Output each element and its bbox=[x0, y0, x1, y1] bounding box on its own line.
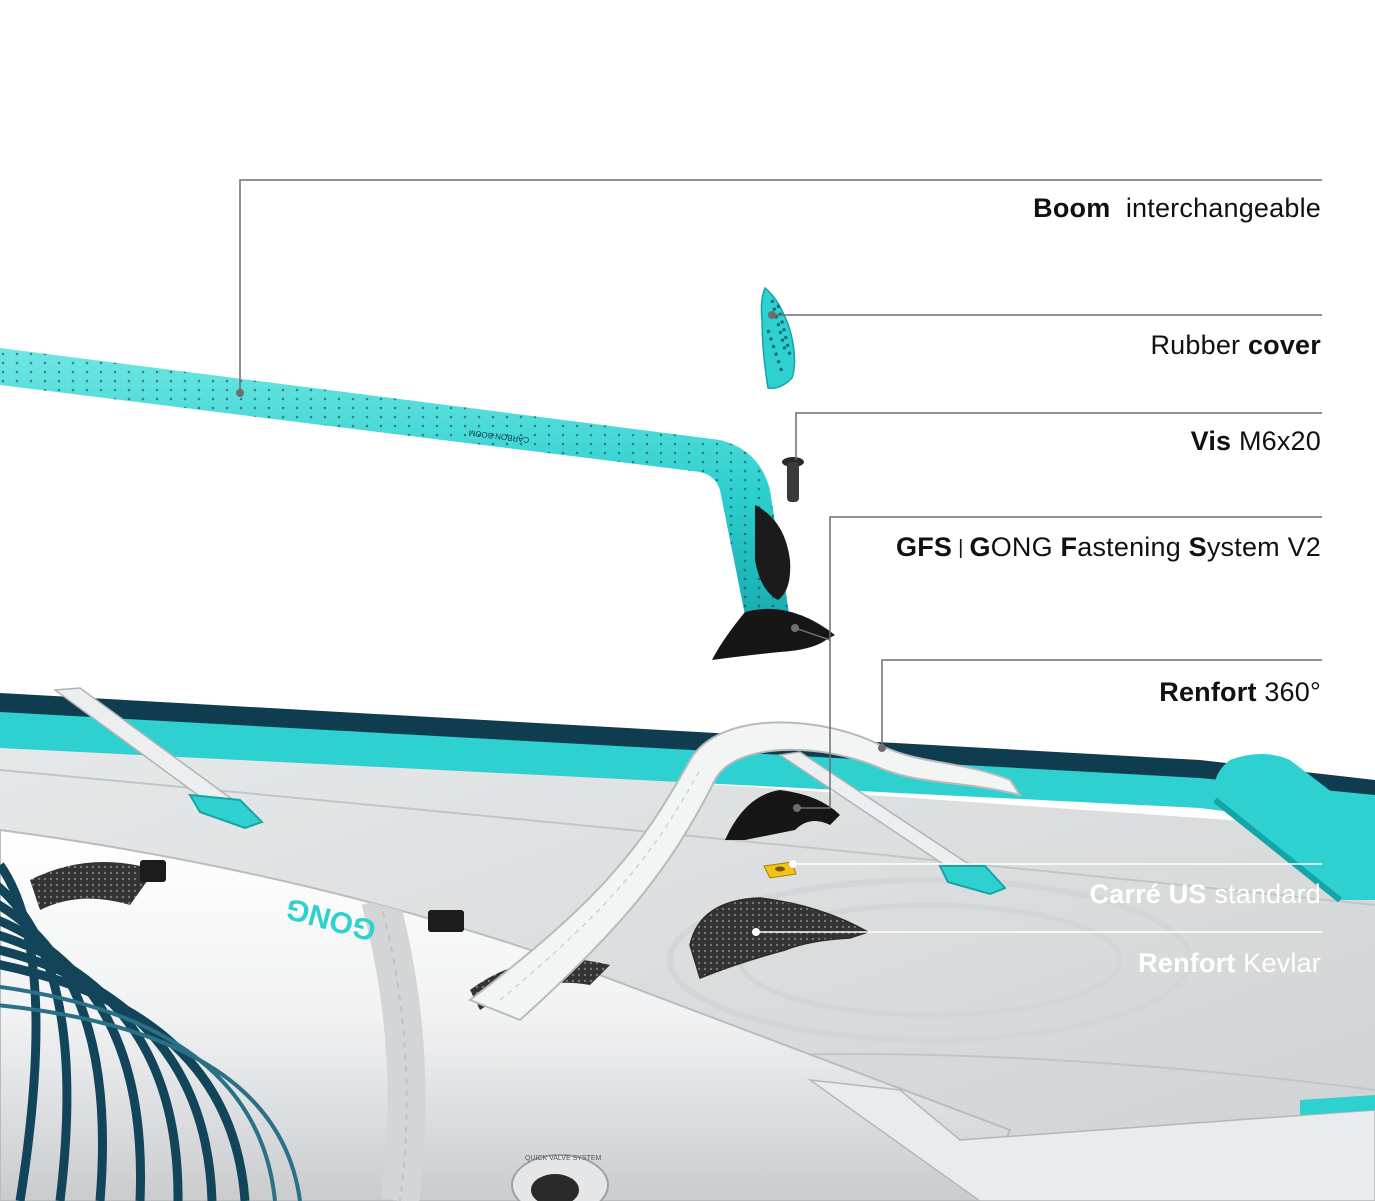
vis-screw bbox=[782, 457, 804, 502]
callout-boom: Boom interchangeable bbox=[1033, 193, 1321, 224]
valve-print: QUICK VALVE SYSTEM bbox=[525, 1155, 602, 1162]
gfs-deck-plate bbox=[725, 790, 840, 840]
callout-boom-text: interchangeable bbox=[1125, 193, 1321, 223]
leader-gfs-plate bbox=[795, 640, 831, 809]
callout-gfs-t2: ONG bbox=[990, 532, 1061, 562]
callout-carre-us: Carré US standard bbox=[1089, 879, 1321, 910]
callout-gfs-sep: | bbox=[958, 537, 964, 559]
callout-vis: Vis M6x20 bbox=[1191, 426, 1321, 457]
callout-carre-us-text: standard bbox=[1214, 879, 1321, 909]
carbon-boom: CARBON BOOM bbox=[0, 348, 791, 630]
batten-cleat-left bbox=[188, 793, 264, 830]
tube-strap-1 bbox=[140, 860, 166, 882]
callout-gfs: GFS|GONG Fastening System V2 bbox=[896, 532, 1321, 563]
callout-rubber-cover: Rubber cover bbox=[1150, 330, 1321, 361]
tube-mesh-patch-1 bbox=[30, 862, 155, 910]
callout-rubber-cover-bold: cover bbox=[1247, 330, 1321, 360]
callout-rubber-cover-text: Rubber bbox=[1150, 330, 1241, 360]
callout-vis-bold: Vis bbox=[1190, 426, 1232, 456]
callout-gfs-b3: F bbox=[1060, 532, 1078, 562]
rubber-cover bbox=[760, 286, 796, 390]
carre-us-nut bbox=[763, 861, 797, 879]
callout-carre-us-bold: Carré US bbox=[1089, 879, 1207, 909]
callout-boom-bold: Boom bbox=[1033, 193, 1111, 223]
callout-gfs-t4: ystem V2 bbox=[1206, 532, 1321, 562]
leader-lines bbox=[239, 179, 1322, 809]
callout-gfs-b2: G bbox=[969, 532, 991, 562]
callout-renfort-360: Renfort 360° bbox=[1159, 677, 1321, 708]
tube-strap-2 bbox=[428, 910, 464, 932]
callout-renfort-360-bold: Renfort bbox=[1159, 677, 1257, 707]
leader-gfs bbox=[794, 516, 1322, 642]
gfs-mount-foot bbox=[712, 608, 835, 660]
callout-gfs-t3: astening bbox=[1077, 532, 1189, 562]
callout-renfort-360-text: 360° bbox=[1264, 677, 1321, 707]
leader-vis bbox=[795, 412, 1322, 460]
leader-boom bbox=[239, 179, 1322, 393]
renfort-360-strap bbox=[468, 721, 1023, 1022]
leader-renfort-360 bbox=[881, 659, 1322, 748]
teal-strut-right bbox=[1214, 754, 1375, 900]
callout-renfort-kevlar-text: Kevlar bbox=[1243, 948, 1321, 978]
callout-gfs-b4: S bbox=[1188, 532, 1207, 562]
callout-gfs-b1: GFS bbox=[896, 532, 953, 562]
callout-vis-text: M6x20 bbox=[1238, 426, 1321, 456]
callout-renfort-kevlar-bold: Renfort bbox=[1138, 948, 1236, 978]
batten-cleat-right bbox=[938, 865, 1007, 896]
callout-renfort-kevlar: Renfort Kevlar bbox=[1138, 948, 1321, 979]
quick-valve: QUICK VALVE SYSTEM bbox=[511, 1154, 609, 1201]
leader-dots bbox=[236, 311, 886, 936]
